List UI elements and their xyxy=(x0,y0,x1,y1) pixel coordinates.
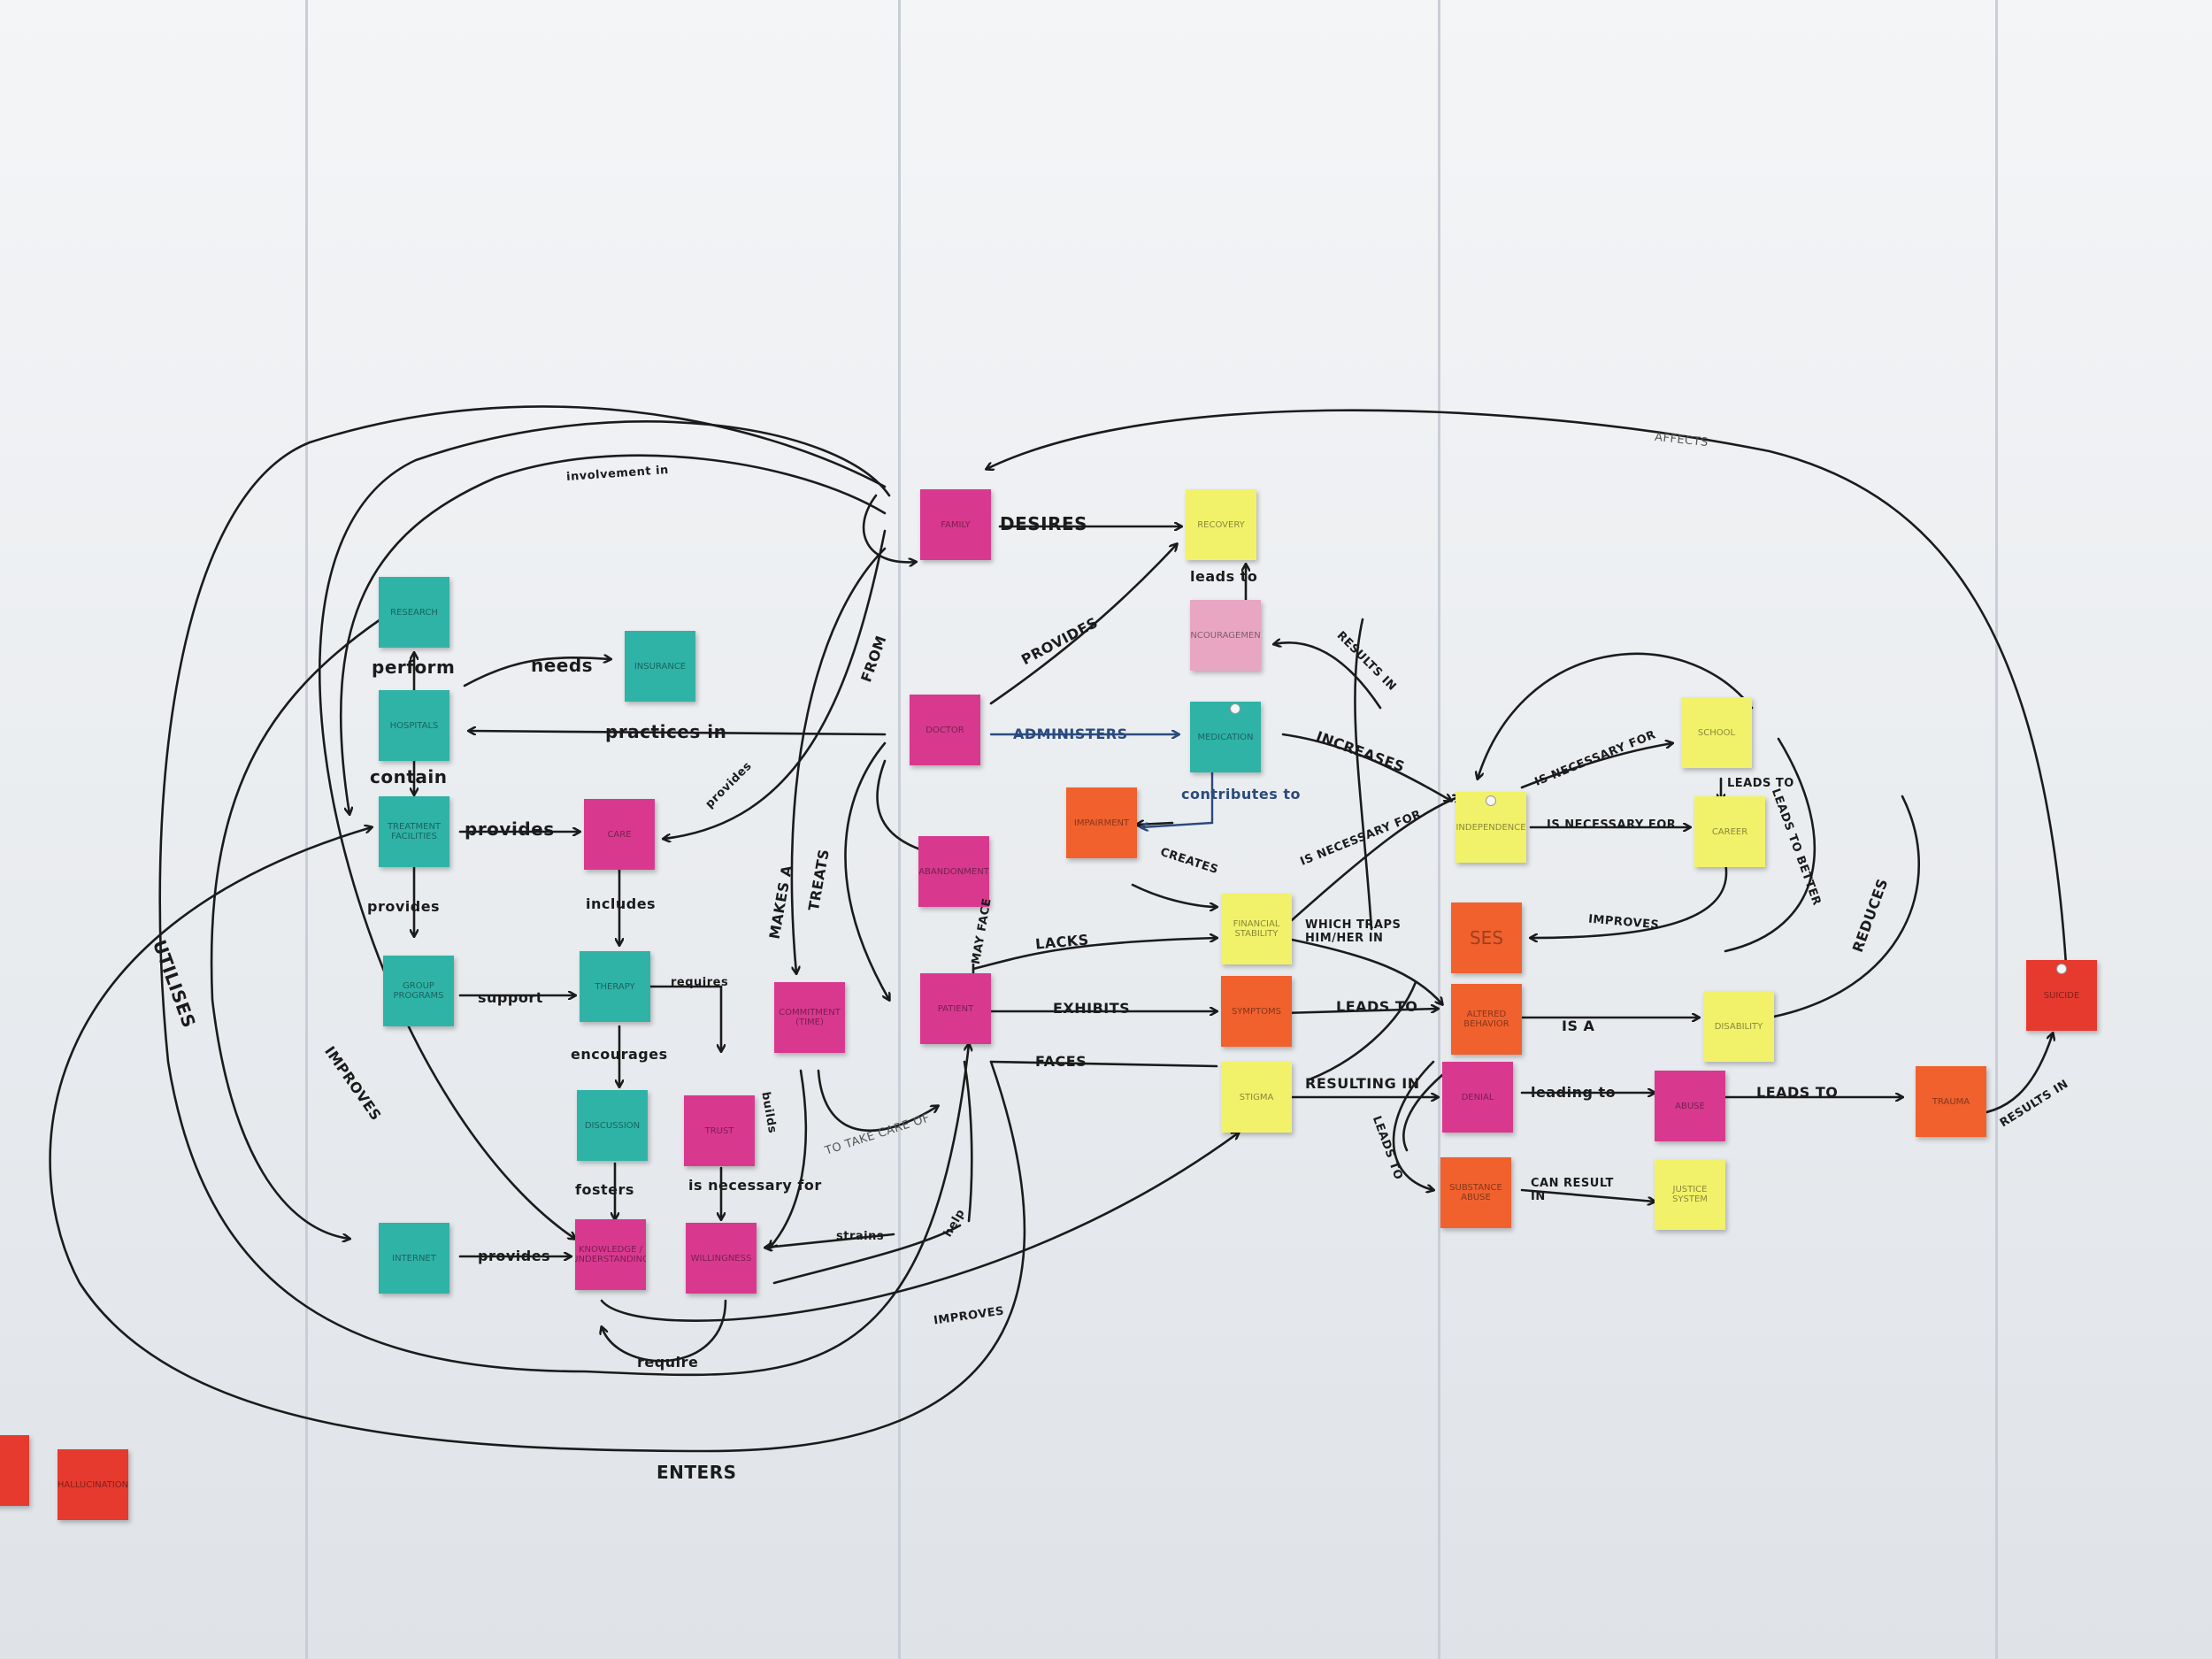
note-therapy: Therapy xyxy=(580,951,650,1022)
label-encourages: encourages xyxy=(571,1046,668,1063)
label-requires: requires xyxy=(671,976,729,989)
note-patient: Patient xyxy=(920,973,991,1044)
label-exhibits: EXHIBITS xyxy=(1053,1000,1131,1017)
note-internet: Internet xyxy=(379,1223,449,1294)
label-is-necessary-for-career: IS NECESSARY FOR xyxy=(1547,818,1677,832)
label-practices-in: practices in xyxy=(605,721,727,742)
board-seam xyxy=(1438,0,1440,1659)
label-strains: strains xyxy=(836,1230,885,1243)
note-hospitals: Hospitals xyxy=(379,690,449,761)
note-trauma: Trauma xyxy=(1916,1066,1986,1137)
note-research: Research xyxy=(379,577,449,648)
label-faces: FACES xyxy=(1035,1053,1087,1070)
label-provides-care: provides xyxy=(465,818,555,840)
note-career: Career xyxy=(1694,796,1765,867)
note-denial: Denial xyxy=(1442,1062,1513,1133)
label-require: require xyxy=(637,1354,699,1371)
note-ses: SES xyxy=(1451,902,1522,973)
label-support: support xyxy=(478,989,543,1006)
note-group-programs: Group Programs xyxy=(383,956,454,1026)
note-recovery: Recovery xyxy=(1186,489,1256,560)
label-includes: includes xyxy=(586,895,657,912)
note-partial-left xyxy=(0,1435,29,1506)
note-stigma: Stigma xyxy=(1221,1062,1292,1133)
label-needs: needs xyxy=(531,655,594,676)
note-disability: Disability xyxy=(1703,991,1774,1062)
label-contributes-to: contributes to xyxy=(1181,786,1301,803)
pushpin xyxy=(1230,703,1240,714)
label-leads-to-recovery: leads to xyxy=(1190,568,1258,585)
note-medication: Medication xyxy=(1190,702,1261,772)
label-leads-to-trauma: LEADS TO xyxy=(1756,1084,1839,1101)
pushpin xyxy=(2056,964,2067,974)
label-administers: ADMINISTERS xyxy=(1013,726,1128,742)
note-hallucination: Hallucination xyxy=(58,1449,128,1520)
note-abuse: Abuse xyxy=(1655,1071,1725,1141)
label-leads-to-career: LEADS TO xyxy=(1727,777,1794,790)
note-discussion: Discussion xyxy=(577,1090,648,1161)
label-desires: DESIRES xyxy=(1000,513,1088,534)
note-impairment: Impairment xyxy=(1066,787,1137,858)
label-is-necessary-for-will: is necessary for xyxy=(688,1177,822,1194)
board-seam xyxy=(305,0,308,1659)
label-fosters: fosters xyxy=(575,1181,634,1198)
label-is-a: IS A xyxy=(1562,1018,1595,1034)
note-commitment: Commitment (time) xyxy=(774,982,845,1053)
note-doctor: Doctor xyxy=(910,695,980,765)
label-provides-group: provides xyxy=(367,898,441,915)
note-substance-abuse: Substance Abuse xyxy=(1440,1157,1511,1228)
note-independence: Independence xyxy=(1455,792,1526,863)
pushpin xyxy=(1486,795,1496,806)
note-school: School xyxy=(1681,697,1752,768)
label-contain: contain xyxy=(370,766,448,787)
board-seam xyxy=(1995,0,1998,1659)
label-leads-to-altered: LEADS TO xyxy=(1336,998,1418,1015)
note-knowledge: Knowledge / Understanding xyxy=(575,1219,646,1290)
board-seam xyxy=(898,0,901,1659)
label-perform: perform xyxy=(372,657,456,678)
label-resulting-in: RESULTING IN xyxy=(1305,1075,1420,1092)
note-encouragement: Encouragement xyxy=(1190,600,1261,671)
label-leading-to: leading to xyxy=(1531,1084,1617,1101)
note-symptoms: Symptoms xyxy=(1221,976,1292,1047)
note-trust: Trust xyxy=(684,1095,755,1166)
note-willingness: Willingness xyxy=(686,1223,757,1294)
label-provides-knowledge: provides xyxy=(478,1248,551,1264)
note-financial-stability: Financial Stability xyxy=(1221,894,1292,964)
note-family: Family xyxy=(920,489,991,560)
note-treatment-facilities: Treatment Facilities xyxy=(379,796,449,867)
label-can-result-in: CAN RESULT IN xyxy=(1531,1177,1614,1203)
label-which-traps: WHICH TRAPS HIM/HER IN xyxy=(1305,918,1402,945)
label-enters: ENTERS xyxy=(657,1462,737,1483)
note-justice-system: Justice System xyxy=(1655,1159,1725,1230)
note-suicide: Suicide xyxy=(2026,960,2097,1031)
note-abandonment: Abandonment xyxy=(918,836,989,907)
note-care: Care xyxy=(584,799,655,870)
note-insurance: Insurance xyxy=(625,631,695,702)
note-altered-behavior: Altered Behavior xyxy=(1451,984,1522,1055)
